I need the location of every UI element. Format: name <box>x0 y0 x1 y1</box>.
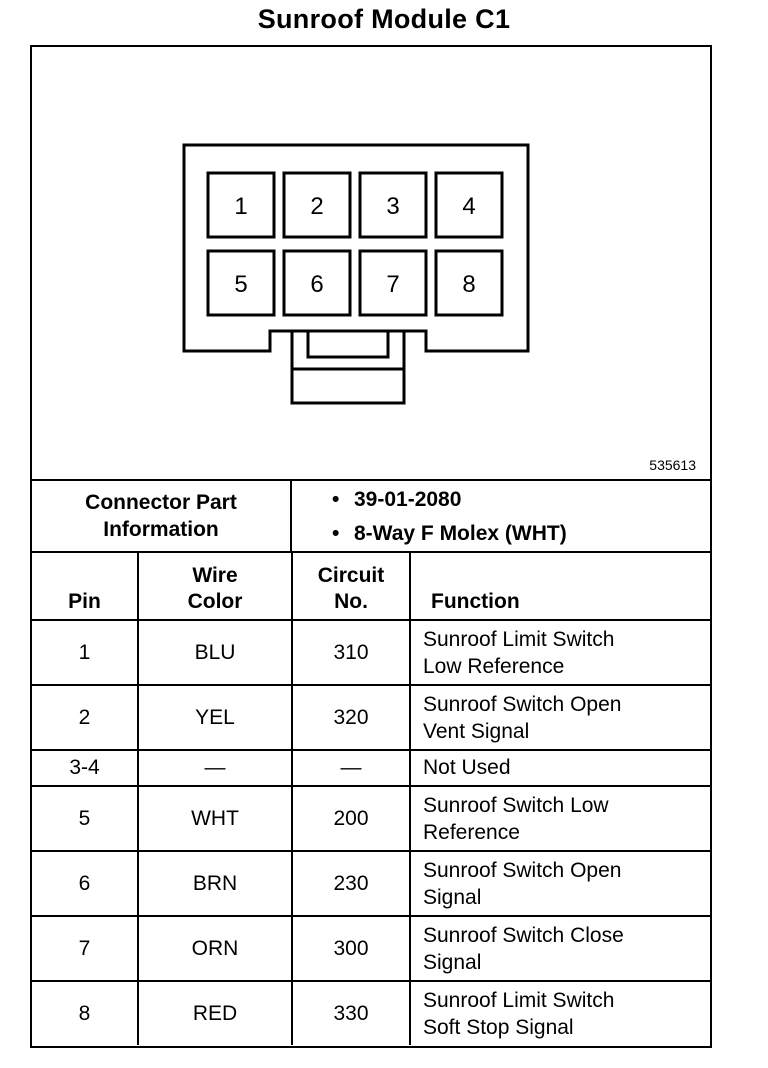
pin-number-label: 7 <box>386 271 399 298</box>
pin-number-label: 8 <box>462 271 475 298</box>
circuit-number: — <box>291 749 411 787</box>
circuit-number: 330 <box>291 980 411 1045</box>
pin-number-label: 5 <box>234 271 247 298</box>
wire-color: BLU <box>137 619 293 686</box>
connector-info-item: • 39-01-2080 <box>332 483 567 517</box>
pin-function: Sunroof Switch Open Signal <box>409 850 710 917</box>
pin-cavity <box>206 171 276 239</box>
pin-cavity <box>358 171 428 239</box>
pin-number-label: 4 <box>462 193 475 220</box>
bullet-icon: • <box>332 522 340 545</box>
pin-number-label: 6 <box>310 271 323 298</box>
pin-number: 8 <box>32 980 139 1045</box>
connector-info-item: • 8-Way F Molex (WHT) <box>332 517 567 551</box>
connector-info-list: • 39-01-2080 • 8-Way F Molex (WHT) <box>332 483 567 551</box>
wire-color: BRN <box>137 850 293 917</box>
pin-number: 1 <box>32 619 139 686</box>
pin-function: Not Used <box>409 749 710 787</box>
pin-function: Sunroof Limit Switch Low Reference <box>409 619 710 686</box>
pin-cavity <box>282 249 352 317</box>
connector-part-info: Connector Part Information • 39-01-2080 •… <box>32 479 710 553</box>
connector-face-drawing: 1 2 3 4 5 6 7 8 <box>182 143 530 405</box>
wire-color: — <box>137 749 293 787</box>
header-pin: Pin <box>32 553 139 621</box>
pin-function: Sunroof Switch Open Vent Signal <box>409 684 710 751</box>
pin-function: Sunroof Switch Close Signal <box>409 915 710 982</box>
wire-color: WHT <box>137 785 293 852</box>
pin-table-header: Pin Wire Color Circuit No. Function <box>32 553 710 621</box>
connector-latch-inner <box>306 329 390 359</box>
pin-row: 3-4——Not Used <box>32 749 710 787</box>
circuit-number: 200 <box>291 785 411 852</box>
circuit-number: 310 <box>291 619 411 686</box>
header-circuit: Circuit No. <box>291 553 411 621</box>
wire-color: YEL <box>137 684 293 751</box>
pin-cavity <box>282 171 352 239</box>
pin-cavity <box>434 171 504 239</box>
figure-id: 535613 <box>649 457 696 473</box>
bullet-icon: • <box>332 488 340 511</box>
pin-function: Sunroof Limit Switch Soft Stop Signal <box>409 980 710 1045</box>
connector-description: 8-Way F Molex (WHT) <box>354 522 567 545</box>
pin-function: Sunroof Switch Low Reference <box>409 785 710 852</box>
connector-diagram: 1 2 3 4 5 6 7 8 535613 <box>32 47 710 479</box>
pin-number-label: 2 <box>310 193 323 220</box>
wire-color: ORN <box>137 915 293 982</box>
connector-housing <box>182 143 530 353</box>
pin-number: 3-4 <box>32 749 139 787</box>
page-title: Sunroof Module C1 <box>257 4 511 34</box>
pin-number: 5 <box>32 785 139 852</box>
pin-cavities: 1 2 3 4 5 6 7 8 <box>206 171 504 317</box>
pin-number-label: 3 <box>386 193 399 220</box>
header-wire-color: Wire Color <box>137 553 293 621</box>
pin-cavity <box>434 249 504 317</box>
pin-number-label: 1 <box>234 193 247 220</box>
pin-number: 6 <box>32 850 139 917</box>
pin-number: 7 <box>32 915 139 982</box>
circuit-number: 320 <box>291 684 411 751</box>
wire-color: RED <box>137 980 293 1045</box>
pin-number: 2 <box>32 684 139 751</box>
pin-cavity <box>206 249 276 317</box>
circuit-number: 230 <box>291 850 411 917</box>
header-function: Function <box>409 553 710 621</box>
connector-info-label: Connector Part Information <box>32 481 292 551</box>
circuit-number: 300 <box>291 915 411 982</box>
pin-cavity <box>358 249 428 317</box>
part-number: 39-01-2080 <box>354 488 462 511</box>
